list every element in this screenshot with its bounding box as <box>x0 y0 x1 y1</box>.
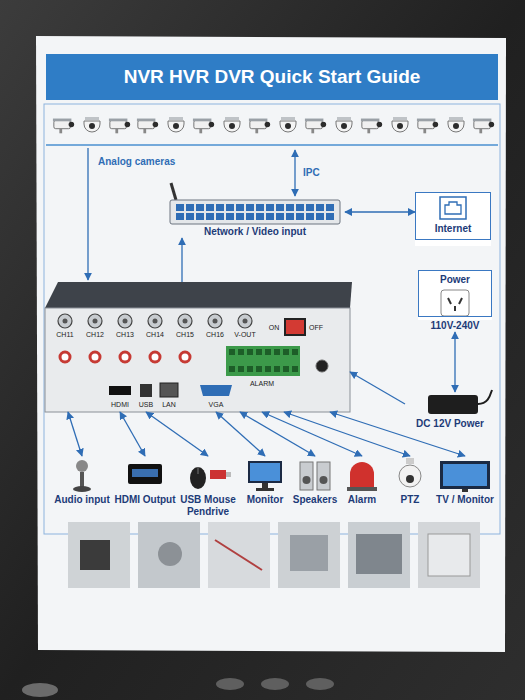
device-node: Monitor <box>247 456 284 506</box>
port-label: ON <box>269 324 280 332</box>
port-label: CH14 <box>146 331 164 339</box>
node-label: Internet <box>416 223 490 235</box>
node-label: Monitor <box>247 494 284 506</box>
device-node: TV / Monitor <box>436 456 494 506</box>
device-node: PTZ <box>401 456 420 506</box>
connector-arrow <box>181 238 182 282</box>
node-label: Alarm <box>348 494 376 506</box>
port-label: CH15 <box>176 331 194 339</box>
device-node: Alarm <box>348 456 376 506</box>
title-text: NVR HVR DVR Quick Start Guide <box>124 66 421 88</box>
port-label: VGA <box>209 401 224 409</box>
dvr-rear-panel: CH11 CH12 CH13 CH14 CH15 CH16 V-OUT ON OFF HDMI US… <box>45 282 350 412</box>
device-node: USB MousePendrive <box>180 456 236 518</box>
port-label: LAN <box>162 401 176 409</box>
free-label: IPC <box>303 167 320 178</box>
node-label: Audio input <box>54 494 110 506</box>
device-node: Speakers <box>293 456 337 506</box>
node-label: Power <box>421 274 489 286</box>
port-label: OFF <box>309 324 323 332</box>
free-label: Analog cameras <box>98 156 175 167</box>
power-box: Power 110V-240V <box>418 270 492 332</box>
device-node: Audio input <box>54 456 110 506</box>
port-label: V-OUT <box>234 331 255 339</box>
connector-arrow <box>345 211 415 212</box>
device-node: HDMI Output <box>114 456 175 506</box>
node-label: 110V-240V <box>418 320 492 332</box>
node-label: Speakers <box>293 494 337 506</box>
connector-arrow <box>68 412 82 456</box>
port-label: CH13 <box>116 331 134 339</box>
connector-arrow <box>216 412 265 456</box>
connector-arrow <box>350 372 405 404</box>
port-label: CH12 <box>86 331 104 339</box>
port-label: ALARM <box>250 380 274 388</box>
port-label: CH16 <box>206 331 224 339</box>
port-label: HDMI <box>111 401 129 409</box>
connector-arrow <box>284 412 410 456</box>
connector-arrow <box>454 332 455 392</box>
node-label: Pendrive <box>180 506 236 518</box>
node-label: HDMI Output <box>114 494 175 506</box>
port-label: CH11 <box>56 331 73 339</box>
port-label: USB <box>139 401 153 409</box>
connector-arrow <box>146 412 208 456</box>
node-label: TV / Monitor <box>436 494 494 506</box>
power-frame: Power <box>418 270 492 317</box>
network-switch: Network / Video input <box>165 196 345 238</box>
node-label: PTZ <box>401 494 420 506</box>
title-band: NVR HVR DVR Quick Start Guide <box>46 54 498 100</box>
power-adapter: DC 12V Power <box>405 392 495 430</box>
internet-box: Internet <box>415 192 491 240</box>
node-label: DC 12V Power <box>405 418 495 430</box>
node-label: Network / Video input <box>165 226 345 238</box>
node-label: USB Mouse <box>180 494 236 506</box>
connector-arrow <box>120 412 145 456</box>
